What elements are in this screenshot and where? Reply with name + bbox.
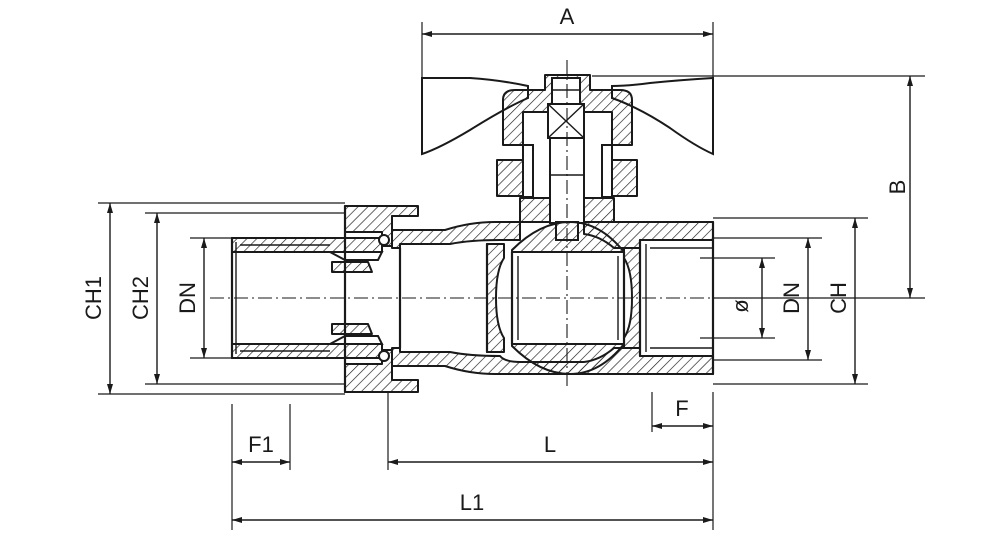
label-dn-left: DN	[175, 282, 200, 314]
label-ch: CH	[826, 282, 851, 314]
butterfly-handle	[421, 76, 714, 156]
dimension-labels: A B CH1 CH2 DN CH DN ø F F1 L L1	[81, 4, 910, 515]
label-f1: F1	[248, 432, 274, 457]
label-b: B	[885, 180, 910, 195]
label-f: F	[675, 396, 688, 421]
dimension-lines	[107, 31, 913, 523]
label-diameter: ø	[728, 299, 753, 312]
label-a: A	[560, 4, 575, 29]
label-dn-right: DN	[779, 282, 804, 314]
label-ch2: CH2	[128, 276, 153, 320]
label-l: L	[544, 432, 556, 457]
label-ch1: CH1	[81, 276, 106, 320]
label-l1: L1	[460, 490, 484, 515]
extension-lines	[98, 22, 925, 530]
